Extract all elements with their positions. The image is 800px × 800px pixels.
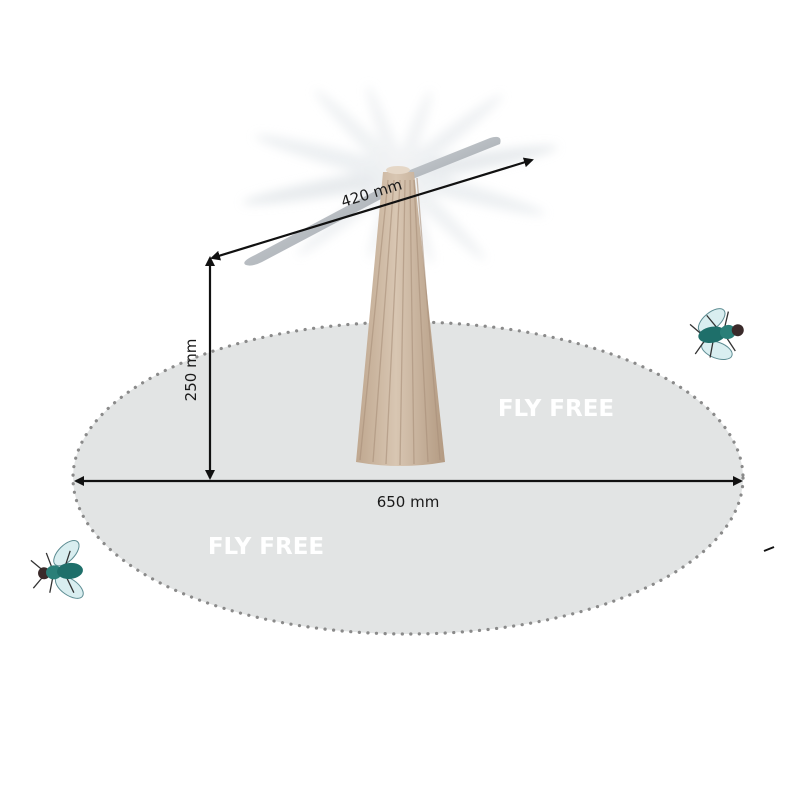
stray-mark xyxy=(763,546,775,552)
zone-label-right: FLY FREE xyxy=(498,396,614,422)
fly-icon xyxy=(30,540,84,599)
height-dimension-label: 250 mm xyxy=(182,339,200,402)
area-dimension-label: 650 mm xyxy=(377,493,440,511)
fly-icon xyxy=(689,308,744,360)
width-dimension-arrow xyxy=(210,157,534,261)
zone-label-left: FLY FREE xyxy=(208,534,324,560)
